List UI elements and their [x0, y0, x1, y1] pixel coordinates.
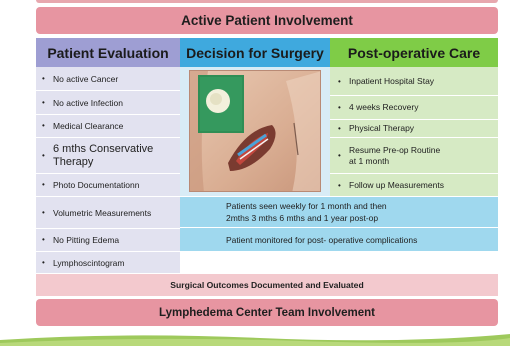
followup-line-1: Patients seen weekly for 1 month and the…	[226, 200, 498, 212]
postop-item-label: Inpatient Hospital Stay	[349, 76, 434, 87]
postop-item: • Follow up Measurements	[330, 174, 498, 196]
evaluation-item: • Medical Clearance	[36, 115, 180, 137]
evaluation-item-label: Volumetric Measurements	[53, 207, 151, 219]
evaluation-item-label: 6 mths Conservative Therapy	[53, 143, 180, 169]
evaluation-item-label: Photo Documentationn	[53, 179, 139, 191]
bullet-icon: •	[42, 234, 53, 246]
bullet-icon: •	[338, 123, 349, 134]
surgical-outcomes-bar: Surgical Outcomes Documented and Evaluat…	[36, 274, 498, 296]
postop-item: • 4 weeks Recovery	[330, 96, 498, 119]
postop-item-label: Physical Therapy	[349, 123, 414, 134]
bullet-icon: •	[42, 97, 53, 109]
evaluation-item: • No active Infection	[36, 91, 180, 114]
footer-wave-decoration	[0, 330, 510, 346]
complication-monitoring-box: Patient monitored for post- operative co…	[180, 228, 498, 251]
evaluation-item-label: Lymphoscintogram	[53, 257, 125, 269]
bullet-icon: •	[338, 180, 349, 191]
evaluation-item: • 6 mths Conservative Therapy	[36, 138, 180, 173]
surgical-site-illustration	[190, 71, 321, 192]
decorative-footer-band	[0, 330, 510, 346]
bullet-icon: •	[42, 257, 53, 269]
bullet-icon: •	[42, 120, 53, 132]
followup-schedule-box: Patients seen weekly for 1 month and the…	[180, 197, 498, 227]
evaluation-item-label: No active Infection	[53, 97, 123, 109]
postop-item-label: Follow up Measurements	[349, 180, 444, 191]
bullet-icon: •	[338, 76, 349, 87]
postop-item: • Physical Therapy	[330, 120, 498, 137]
header-decision-for-surgery: Decision for Surgery	[180, 38, 330, 67]
evaluation-item: • Photo Documentationn	[36, 174, 180, 196]
evaluation-item: • No Pitting Edema	[36, 229, 180, 251]
evaluation-item-label: No active Cancer	[53, 73, 118, 85]
postop-item-label: Resume Pre-op Routine at 1 month	[349, 145, 449, 167]
postop-item: • Resume Pre-op Routine at 1 month	[330, 138, 498, 173]
bullet-icon: •	[42, 73, 53, 85]
evaluation-item: • Lymphoscintogram	[36, 252, 180, 273]
postop-item: • Inpatient Hospital Stay	[330, 67, 498, 95]
top-edge-bar	[36, 0, 498, 3]
bullet-icon: •	[338, 102, 349, 113]
banner-active-patient-involvement: Active Patient Involvement	[36, 7, 498, 34]
header-post-operative-care: Post-operative Care	[330, 38, 498, 67]
bullet-icon: •	[42, 207, 53, 219]
bullet-icon: •	[42, 149, 53, 162]
bullet-icon: •	[42, 179, 53, 191]
evaluation-item: • Volumetric Measurements	[36, 197, 180, 228]
banner-team-involvement: Lymphedema Center Team Involvement	[36, 299, 498, 326]
evaluation-item-label: Medical Clearance	[53, 120, 123, 132]
evaluation-item-label: No Pitting Edema	[53, 234, 119, 246]
monitoring-text: Patient monitored for post- operative co…	[226, 234, 498, 246]
followup-line-2: 2mths 3 mths 6 mths and 1 year post-op	[226, 212, 498, 224]
postop-item-label: 4 weeks Recovery	[349, 102, 418, 113]
evaluation-item: • No active Cancer	[36, 67, 180, 90]
bullet-icon: •	[338, 150, 349, 161]
header-patient-evaluation: Patient Evaluation	[36, 38, 180, 67]
surgical-site-photo	[189, 70, 321, 192]
